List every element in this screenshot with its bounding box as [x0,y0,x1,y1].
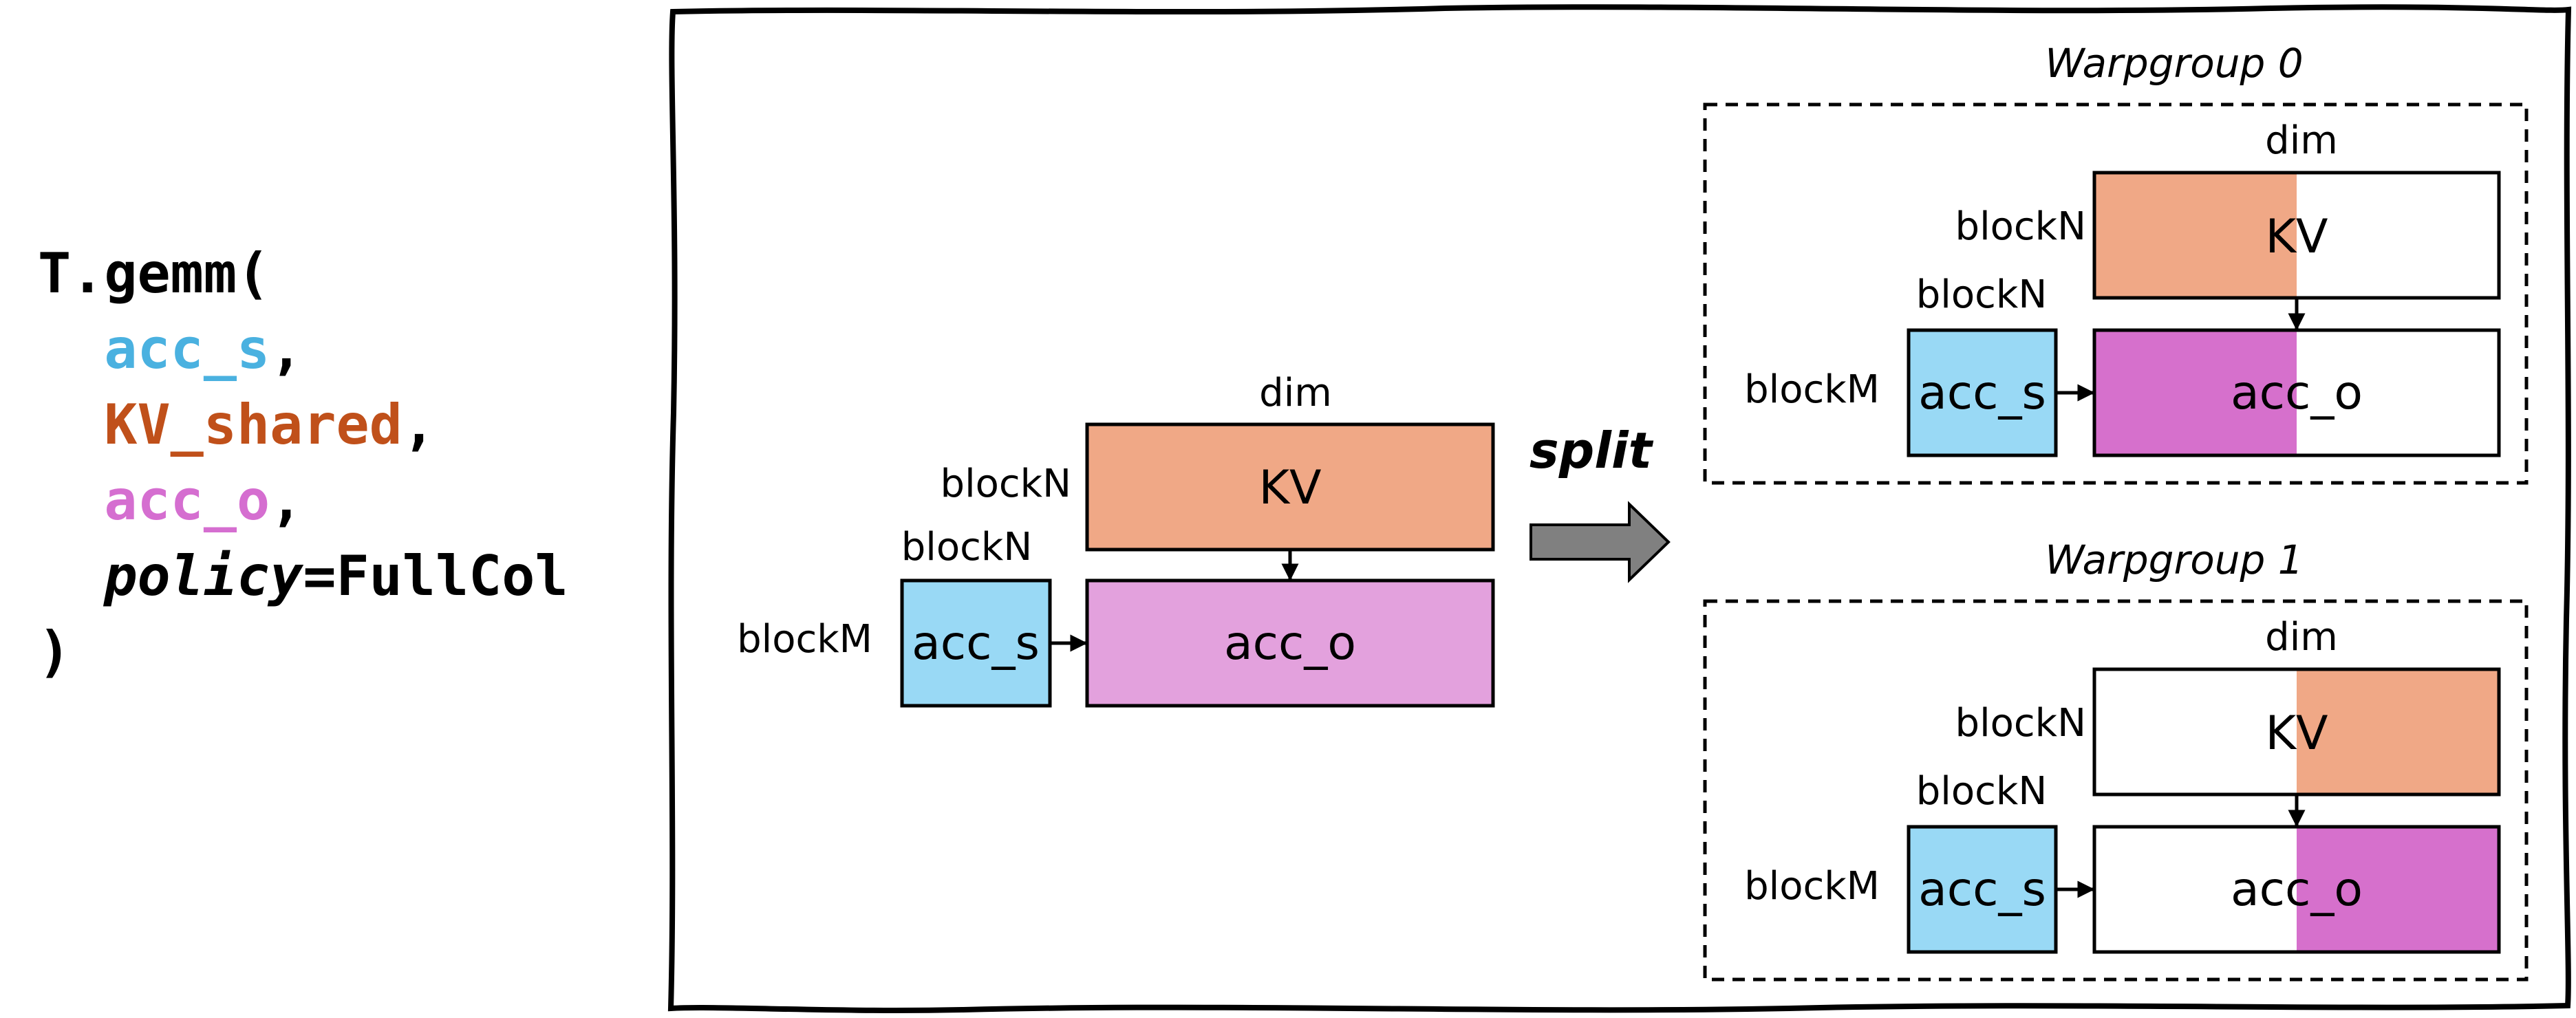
close-paren: ) [38,620,72,684]
warpgroup-1: Warpgroup 1 dim blockN blockN blockM KV acc_s a… [1703,537,2529,982]
blockM-label: blockM [1744,367,1880,412]
dim-label: dim [2265,615,2338,660]
blockM-label: blockM [737,617,872,662]
acc-o-label: acc_o [2231,366,2363,420]
split-arrow: split [1530,422,1671,583]
acc-s-label: acc_s [1918,366,2046,420]
acc-s-label: acc_s [912,616,1040,671]
split-label: split [1530,422,1654,479]
warpgroup-box [1703,102,2529,485]
gemm-call-text: T.gemm( [38,241,270,305]
warpgroup-0: Warpgroup 0 dim blockN blockN blockM KV acc_s a… [1703,40,2529,485]
comma: , [270,468,303,532]
blockN-label: blockN [941,462,1071,506]
code-line-arg2: KV_shared, [38,387,568,463]
policy-value: =FullCol [303,544,568,608]
code-line-policy: policy=FullCol [38,539,568,614]
warpgroup-title: Warpgroup 0 [2045,40,2303,87]
warpgroup-title: Warpgroup 1 [2045,537,2303,583]
kv-block-fill [2094,173,2297,298]
wavy-frame [667,4,2572,1013]
policy-keyword: policy [104,544,303,608]
dim-label: dim [2265,118,2338,163]
blockN-label: blockN [1916,769,2047,814]
right-arrow-icon [1530,501,1671,583]
blockM-label: blockM [1744,864,1880,909]
acc-o-block-fill [2094,330,2297,455]
dim-label: dim [1259,371,1332,415]
comma: , [270,317,303,381]
code-snippet: T.gemm( acc_s, KV_shared, acc_o, policy=… [38,236,568,690]
acc-o-block [1085,578,1495,708]
kv-block [1085,422,1495,552]
acc-o-label: acc_o [1224,616,1356,671]
blockN-label: blockN [1955,204,2086,249]
main-gemm: dim blockN blockN blockM KV acc_s acc_o [737,371,1495,708]
acc-o-label: acc_o [2231,863,2363,917]
code-line-call: T.gemm( [38,236,568,312]
kv-label: KV [1258,461,1321,515]
acc-o-block-fill [2297,827,2499,952]
acc-s-label: acc_s [1918,863,2046,917]
kv-label: KV [2265,706,2328,761]
blockN-label: blockN [1916,272,2047,317]
kv-block-fill [2297,669,2499,794]
blockN-label: blockN [901,525,1032,570]
code-line-arg3: acc_o, [38,463,568,539]
code-line-close: ) [38,614,568,690]
comma: , [402,393,436,457]
arg-kv-shared: KV_shared [104,393,402,457]
arg-acc-o: acc_o [104,468,270,532]
arg-acc-s: acc_s [104,317,270,381]
code-line-arg1: acc_s, [38,312,568,387]
warpgroup-box [1703,599,2529,982]
kv-label: KV [2265,210,2328,264]
blockN-label: blockN [1955,701,2086,746]
